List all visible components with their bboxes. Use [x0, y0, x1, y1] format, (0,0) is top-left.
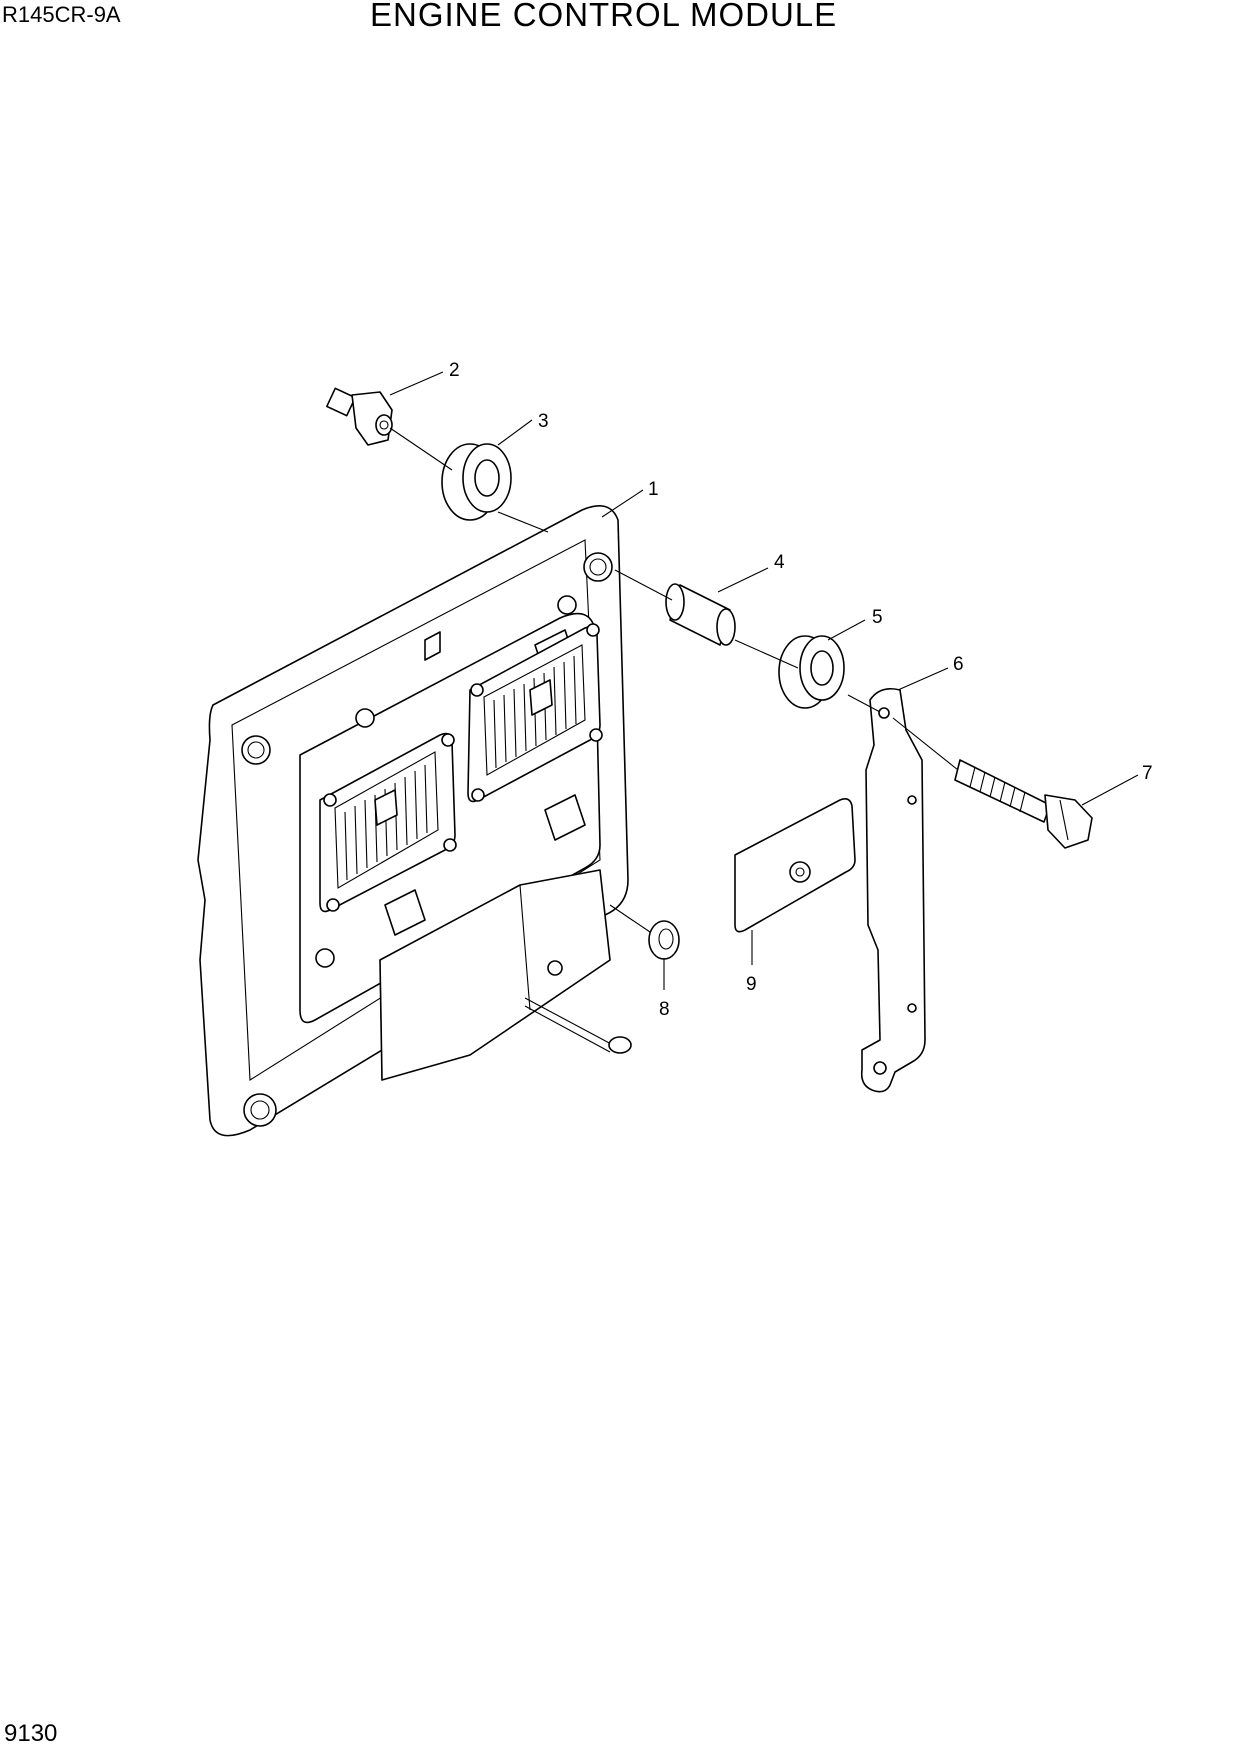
assembly-lines [389, 427, 959, 933]
page-title: ENGINE CONTROL MODULE [370, 0, 838, 33]
callout-leaders [389, 371, 1139, 990]
washer-part [648, 920, 680, 960]
plate-part [734, 798, 856, 933]
bolt-part [954, 759, 1093, 849]
grommet-part [441, 443, 512, 521]
callout-6: 6 [953, 654, 964, 675]
callout-labels: 2 3 1 4 5 6 7 8 9 [449, 360, 1153, 1020]
sleeve-part [665, 583, 736, 646]
callout-7: 7 [1142, 763, 1153, 784]
page-number: 9130 [4, 1720, 58, 1747]
callout-5: 5 [872, 607, 883, 628]
callout-8: 8 [659, 999, 670, 1020]
callout-2: 2 [449, 360, 460, 381]
engine-control-module-part [197, 504, 632, 1137]
screw-part [326, 387, 393, 446]
grommet-part-2 [778, 635, 845, 709]
callout-1: 1 [648, 479, 659, 500]
callout-3: 3 [538, 411, 549, 432]
callout-9: 9 [746, 974, 757, 995]
model-label: R145CR-9A [2, 2, 121, 27]
bracket-part [860, 687, 926, 1093]
callout-4: 4 [774, 552, 785, 573]
